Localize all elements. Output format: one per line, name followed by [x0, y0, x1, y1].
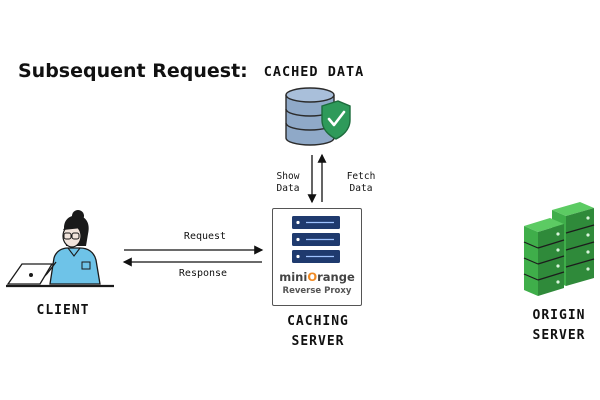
- server-rack-icon: [292, 216, 340, 263]
- diagram-title: Subsequent Request:: [18, 60, 248, 82]
- response-label: Response: [178, 268, 228, 279]
- miniorange-logo: miniOrange: [279, 270, 355, 284]
- request-response-arrows: [122, 245, 264, 267]
- show-data-label: Show Data: [276, 171, 300, 194]
- reverse-proxy-label: Reverse Proxy: [282, 286, 352, 296]
- show-fetch-arrows: [307, 153, 327, 204]
- request-label: Request: [183, 231, 227, 242]
- client-person-icon: [6, 210, 114, 288]
- cached-data-label: CACHED DATA: [263, 64, 365, 80]
- caching-server-label: CACHING SERVER: [287, 314, 349, 349]
- fetch-data-label: Fetch Data: [346, 171, 376, 194]
- origin-server-label: ORIGIN SERVER: [532, 308, 586, 343]
- database-icon: [285, 87, 351, 146]
- shield-icon: [321, 100, 351, 140]
- origin-server-icon: [523, 202, 595, 296]
- client-label: CLIENT: [36, 303, 90, 318]
